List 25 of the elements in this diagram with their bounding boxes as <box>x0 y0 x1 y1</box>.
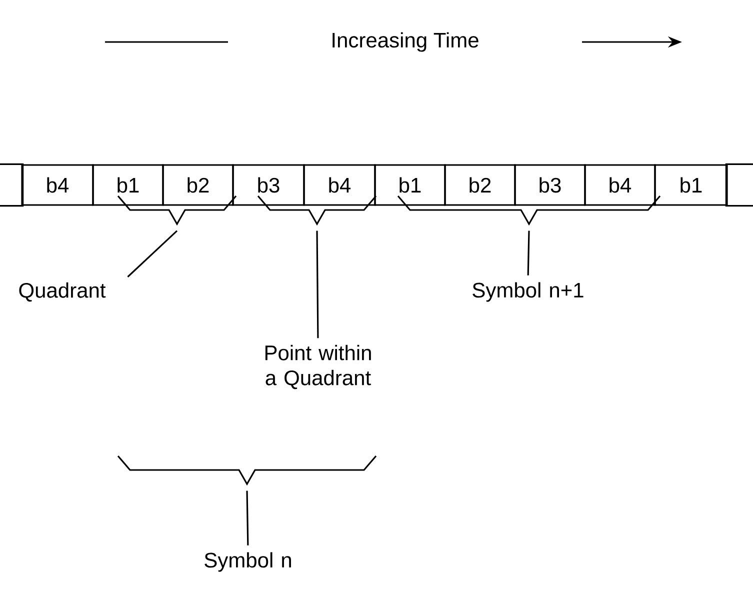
leader-line <box>246 490 249 546</box>
cell: b3 <box>232 164 305 206</box>
cell: b4 <box>584 164 656 206</box>
cell: b1 <box>374 164 446 206</box>
label: Point within a Quadrant <box>265 344 371 390</box>
leader-line <box>127 230 178 278</box>
bracket <box>397 195 661 226</box>
cell: b1 <box>92 164 164 206</box>
cell: b3 <box>514 164 586 206</box>
cell: b4 <box>303 164 376 206</box>
cell <box>725 163 753 207</box>
label: Symbol n+1 <box>472 282 584 302</box>
cell: b2 <box>444 164 516 206</box>
label: Symbol n <box>204 552 291 572</box>
bracket <box>117 195 237 226</box>
cell: b4 <box>21 164 94 206</box>
title: Increasing Time <box>332 32 478 52</box>
cell: b2 <box>162 164 234 206</box>
leader-line <box>316 230 319 338</box>
bracket <box>257 195 377 226</box>
cell <box>0 163 24 207</box>
label: Quadrant <box>19 282 106 302</box>
bracket <box>117 455 377 486</box>
leader-line <box>527 230 530 276</box>
cell: b1 <box>654 164 728 206</box>
